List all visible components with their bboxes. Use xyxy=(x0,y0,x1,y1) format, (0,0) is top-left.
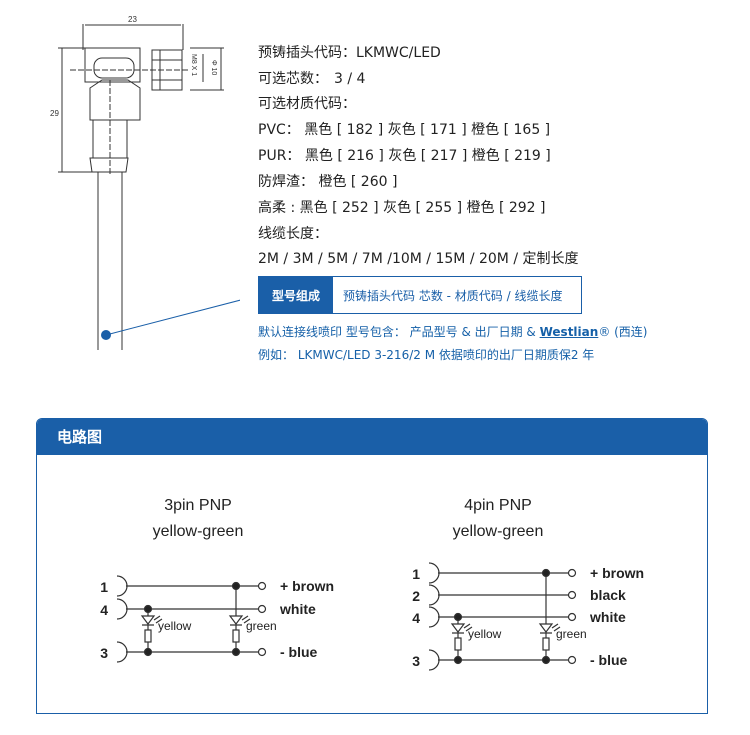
cores-row: 可选芯数： 3 / 4 xyxy=(258,68,365,88)
circuit-title-text: 3pin PNP xyxy=(164,497,232,514)
light-rays-icon xyxy=(153,615,163,624)
flex-row: 高柔 : 黑色 [ 252 ] 灰色 [ 255 ] 橙色 [ 292 ] xyxy=(258,200,546,216)
note-line2: 例如： LKMWC/LED 3-216/2 M 依据喷印的出厂日期质保2 年 xyxy=(258,348,595,362)
pin-number: 2 xyxy=(412,588,420,604)
wire-label: - blue xyxy=(590,652,628,668)
terminal xyxy=(257,647,267,657)
cores-value: 3 / 4 xyxy=(334,71,366,87)
pin-number: 3 xyxy=(100,645,108,661)
model-header: 型号组成 xyxy=(259,277,333,313)
model-content: 预铸插头代码 芯数 - 材质代码 / 线缆长度 xyxy=(343,288,563,303)
junction xyxy=(231,581,241,591)
dim-thread: M8 X 1 xyxy=(190,54,197,76)
junction xyxy=(143,604,153,614)
terminal xyxy=(567,590,577,600)
junction xyxy=(143,647,153,657)
code-value: LKMWC/LED xyxy=(356,45,441,61)
junction xyxy=(453,655,463,665)
cores-label: 可选芯数： xyxy=(258,71,328,87)
wire-label: - blue xyxy=(280,644,318,660)
note-text-suffix: ® (西连) xyxy=(598,325,648,339)
junction xyxy=(541,568,551,578)
pin-socket xyxy=(116,575,128,597)
circuit-title: 电路图 xyxy=(37,419,707,455)
resistor-icon xyxy=(454,637,462,651)
terminal xyxy=(567,655,577,665)
length-options: 2M / 3M / 5M / 7M /10M / 15M / 20M / 定制长… xyxy=(258,251,579,267)
led-icon xyxy=(450,623,466,634)
dim-diameter: Φ 10 xyxy=(210,60,217,75)
terminal xyxy=(567,612,577,622)
circuit-subtitle: yellow-green xyxy=(453,523,544,540)
led-icon xyxy=(140,615,156,626)
model-composition: 型号组成 预铸插头代码 芯数 - 材质代码 / 线缆长度 xyxy=(258,276,582,314)
resistor-icon xyxy=(144,629,152,643)
pvc-row: PVC： 黑色 [ 182 ] 灰色 [ 171 ] 橙色 [ 165 ] xyxy=(258,122,551,138)
note-text: 默认连接线喷印 型号包含： 产品型号 & 出厂日期 & xyxy=(258,325,540,339)
brand-link[interactable]: Westlian xyxy=(539,325,599,339)
light-rays-icon xyxy=(241,615,251,624)
pin-socket xyxy=(428,562,440,584)
connector-drawing: 23 29 M8 X 1 Φ 10 xyxy=(50,15,240,350)
light-rays-icon xyxy=(551,623,561,632)
pin-number: 4 xyxy=(100,602,108,618)
code-label: 预铸插头代码： xyxy=(258,45,356,61)
led-label: yellow xyxy=(158,619,192,633)
led-label: green xyxy=(246,619,277,633)
circuit-subtitle: yellow-green xyxy=(153,523,244,540)
wire-label: white xyxy=(589,609,626,625)
terminal xyxy=(567,568,577,578)
terminal xyxy=(257,604,267,614)
led-icon xyxy=(538,623,554,634)
resistor-icon xyxy=(542,637,550,651)
pin-number: 3 xyxy=(412,653,420,669)
pin-number: 1 xyxy=(100,579,108,595)
junction xyxy=(541,655,551,665)
dim-width: 23 xyxy=(128,15,137,24)
length-label: 线缆长度： xyxy=(258,226,328,242)
dim-height: 29 xyxy=(50,109,59,118)
pin-socket xyxy=(116,598,128,620)
material-label: 可选材质代码： xyxy=(258,96,356,112)
pin-socket xyxy=(428,584,440,606)
wire-label: black xyxy=(590,587,626,603)
pin-number: 4 xyxy=(412,610,420,626)
weld-row: 防焊渣： 橙色 [ 260 ] xyxy=(258,174,398,190)
led-label: yellow xyxy=(468,627,502,641)
pin-socket xyxy=(428,649,440,671)
note-line1: 默认连接线喷印 型号包含： 产品型号 & 出厂日期 & Westlian® (西… xyxy=(258,323,648,340)
terminal xyxy=(257,581,267,591)
junction xyxy=(231,647,241,657)
pin-socket xyxy=(116,641,128,663)
circuit-title-text: 4pin PNP xyxy=(464,497,532,514)
circuit-panel: 电路图 xyxy=(36,418,708,714)
led-icon xyxy=(228,615,244,626)
pin-number: 1 xyxy=(412,566,420,582)
code-row: 预铸插头代码：LKMWC/LED xyxy=(258,42,441,62)
led-label: green xyxy=(556,627,587,641)
wire-label: white xyxy=(279,601,316,617)
wire-label: + brown xyxy=(280,578,334,594)
pur-row: PUR： 黑色 [ 216 ] 灰色 [ 217 ] 橙色 [ 219 ] xyxy=(258,148,551,164)
resistor-icon xyxy=(232,629,240,643)
wire-label: + brown xyxy=(590,565,644,581)
light-rays-icon xyxy=(463,623,473,632)
pin-socket xyxy=(428,606,440,628)
junction xyxy=(453,612,463,622)
